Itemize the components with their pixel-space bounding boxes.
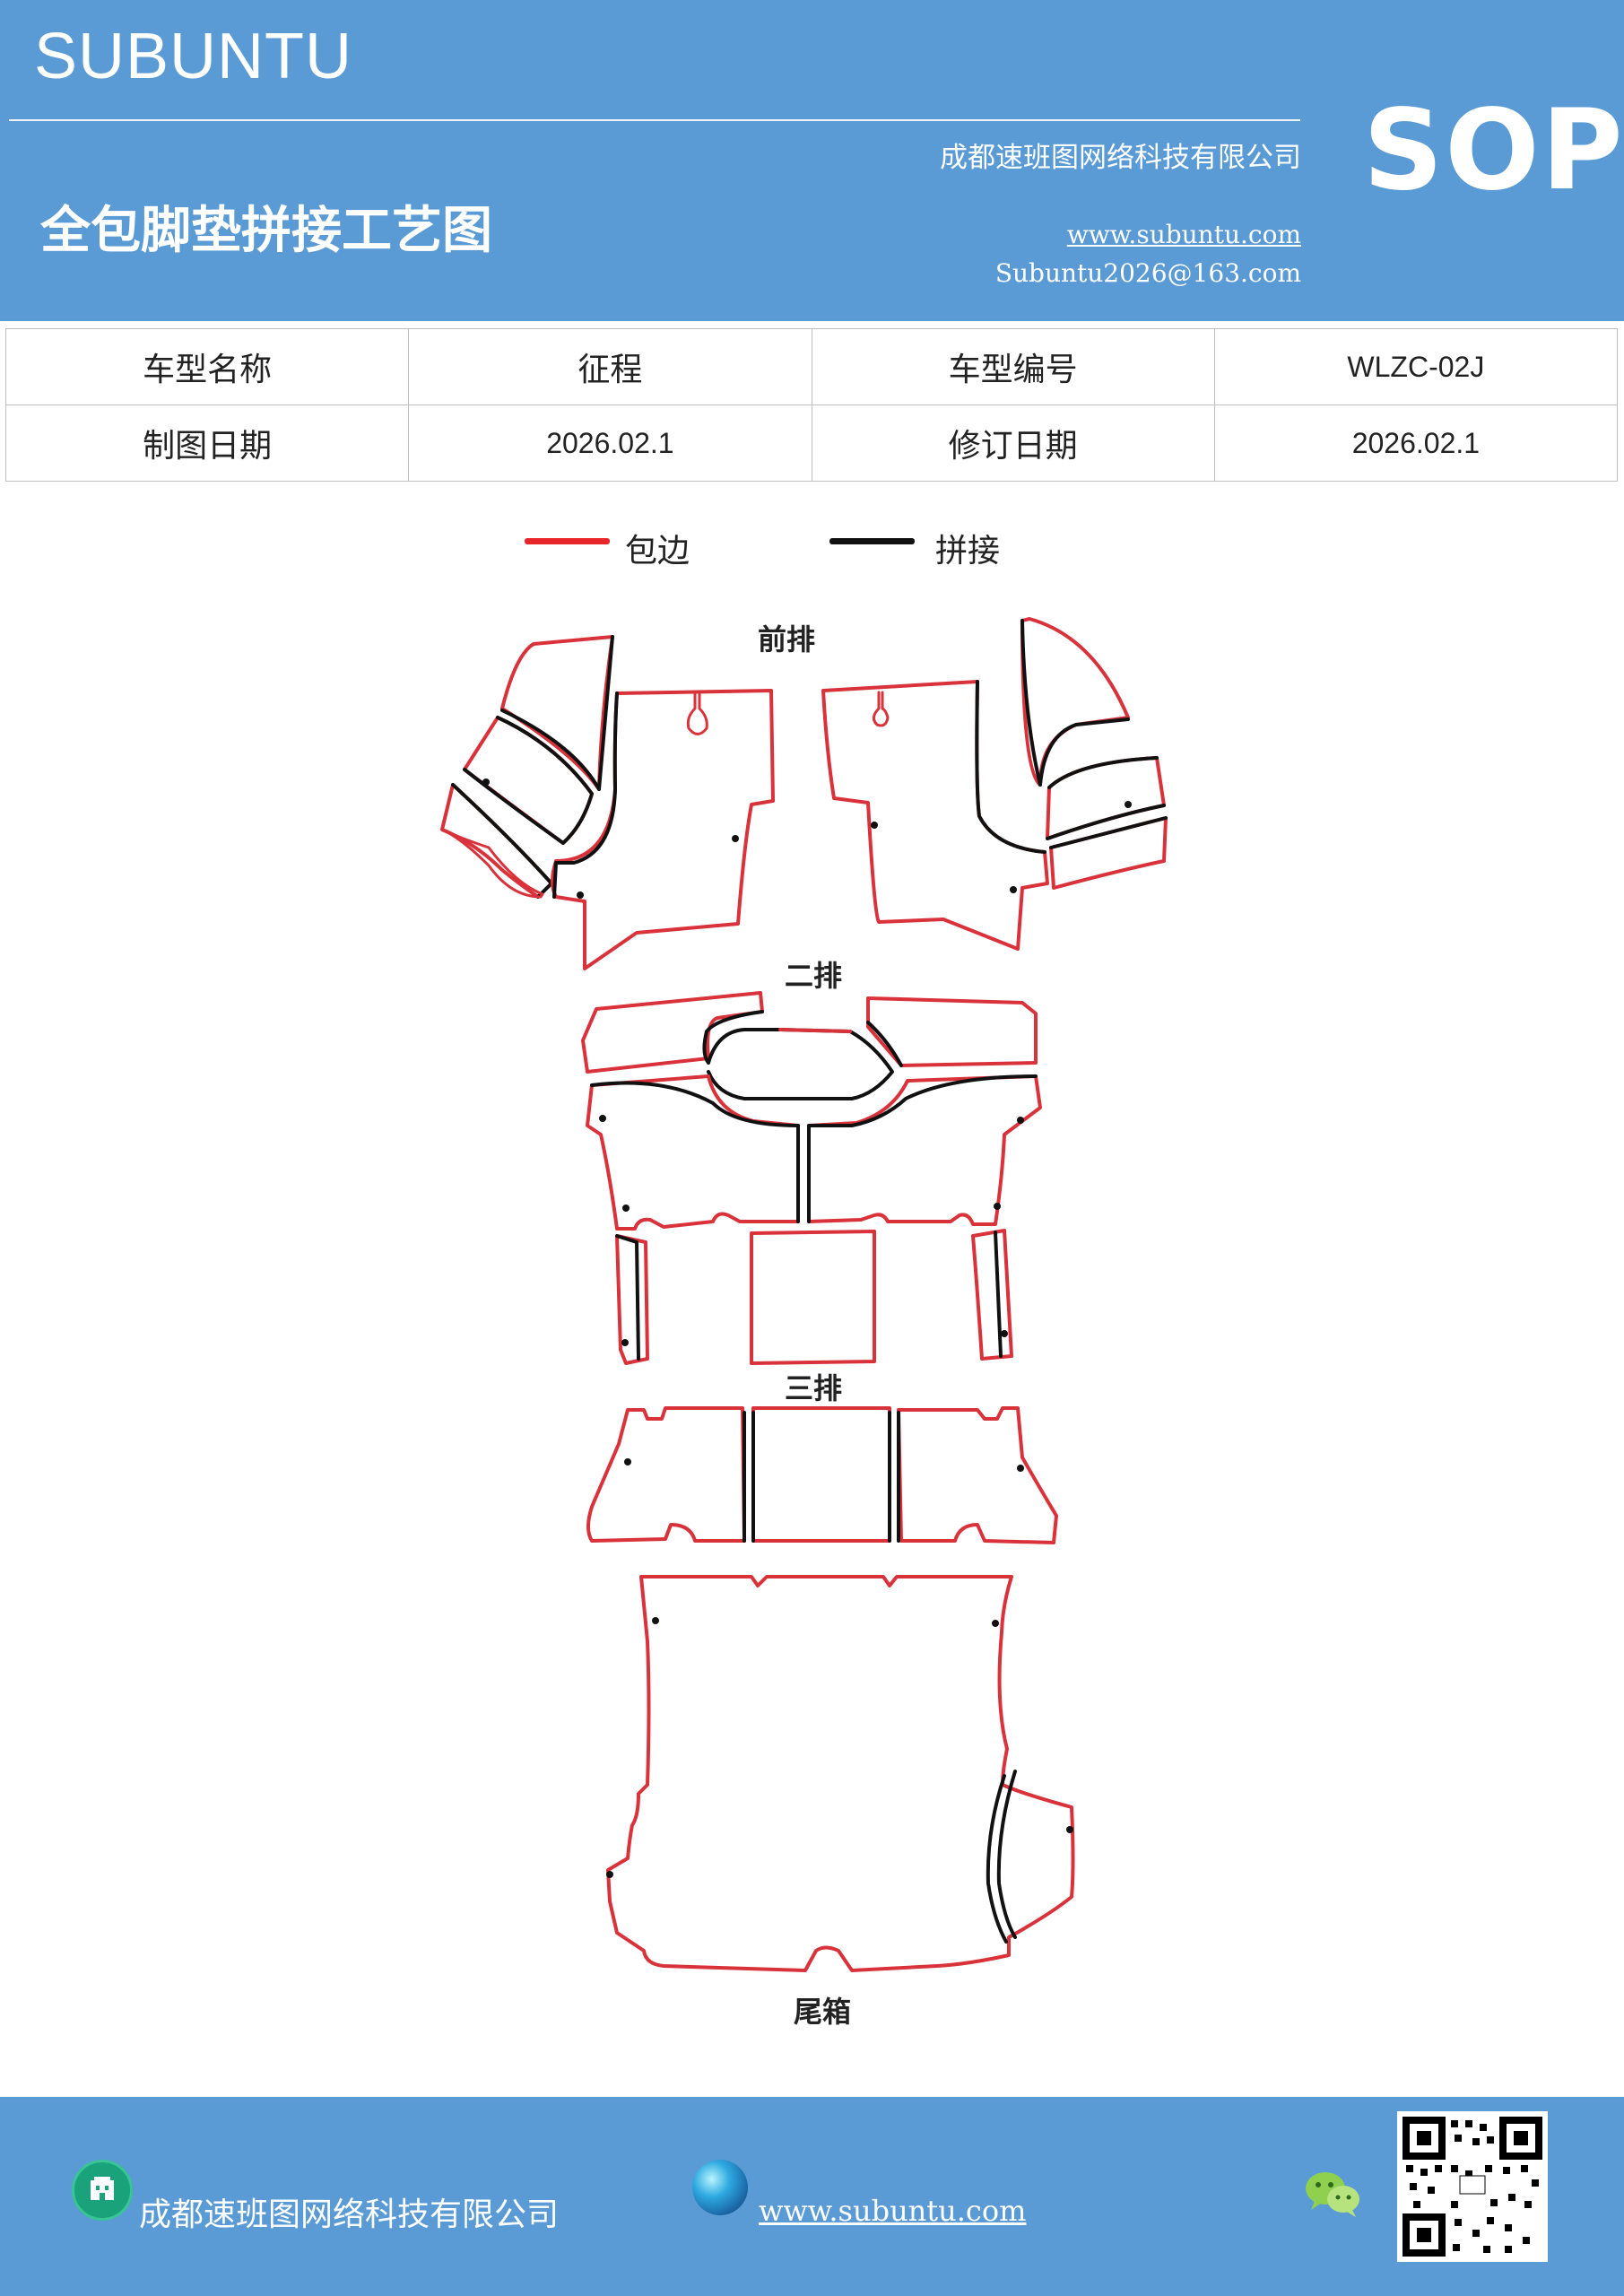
building-icon xyxy=(72,2160,133,2221)
mat-seam xyxy=(463,716,594,845)
mat-piece xyxy=(873,691,890,727)
draw-date-label: 制图日期 xyxy=(4,404,410,482)
mat-piece xyxy=(606,1575,1075,1972)
mat-seam xyxy=(702,1010,764,1065)
footer-website-link[interactable]: www.subuntu.com xyxy=(759,2194,1027,2228)
mat-seam xyxy=(552,691,619,899)
section-label-front: 前排 xyxy=(758,622,816,657)
model-code-value: WLZC-02J xyxy=(1213,328,1619,405)
section-label-third: 三排 xyxy=(785,1371,843,1405)
mat-piece xyxy=(1046,756,1166,840)
qr-code xyxy=(1397,2111,1548,2262)
floor-mat-diagram xyxy=(440,617,1168,1972)
mat-piece xyxy=(615,1234,649,1365)
mat-piece xyxy=(866,996,1038,1067)
section-label-trunk: 尾箱 xyxy=(794,1995,852,2029)
mat-piece xyxy=(586,1406,746,1543)
footer-banner: 成都速班图网络科技有限公司 www.subuntu.com xyxy=(0,2097,1624,2296)
mat-seam xyxy=(1049,816,1168,849)
legend-seam-label: 拼接 xyxy=(935,533,1001,570)
legend: 包边 拼接 xyxy=(0,525,1624,570)
mat-seam xyxy=(994,1231,1003,1358)
company-name: 成都速班图网络科技有限公司 xyxy=(940,142,1301,174)
footer-company-name: 成都速班图网络科技有限公司 xyxy=(139,2196,560,2233)
mat-seam xyxy=(807,1074,1038,1223)
mat-seam xyxy=(451,783,553,899)
mat-seam xyxy=(615,1234,640,1361)
info-table: 车型名称 征程 车型编号 WLZC-02J 制图日期 2026.02.1 修订日… xyxy=(4,328,1619,482)
table-row: 制图日期 2026.02.1 修订日期 2026.02.1 xyxy=(4,404,1619,482)
revision-date-label: 修订日期 xyxy=(811,404,1215,482)
mat-piece xyxy=(821,680,1049,951)
section-label-second: 二排 xyxy=(785,959,843,993)
email-address: Subuntu2026@163.com xyxy=(994,258,1301,288)
brand-name: SUBUNTU xyxy=(34,21,353,92)
model-name-value: 征程 xyxy=(408,328,812,405)
mat-piece xyxy=(1020,617,1130,787)
website-link[interactable]: www.subuntu.com xyxy=(1066,220,1301,249)
mat-seam xyxy=(1020,619,1130,787)
mat-piece xyxy=(750,1230,876,1365)
mat-piece xyxy=(807,1074,1042,1226)
globe-icon xyxy=(692,2160,748,2215)
mat-piece xyxy=(1049,816,1168,890)
mat-seam xyxy=(975,680,1046,854)
mat-seam xyxy=(743,1411,900,1543)
legend-edge-label: 包边 xyxy=(625,533,690,570)
mat-seam xyxy=(986,1770,1017,1944)
wechat-icon[interactable] xyxy=(1302,2167,1365,2221)
mat-seam xyxy=(866,1021,903,1067)
header-banner: SUBUNTU 成都速班图网络科技有限公司 全包脚垫拼接工艺图 www.subu… xyxy=(0,0,1624,321)
mat-piece xyxy=(897,1406,1058,1544)
mat-seam xyxy=(500,635,614,791)
mat-piece xyxy=(500,635,614,791)
mat-seam xyxy=(707,1028,894,1100)
model-name-label: 车型名称 xyxy=(4,328,410,405)
mat-piece xyxy=(440,828,544,899)
sop-badge: SOP xyxy=(1363,86,1624,215)
mat-piece xyxy=(586,1074,800,1231)
mat-seam xyxy=(590,1081,800,1223)
table-row: 车型名称 征程 车型编号 WLZC-02J xyxy=(4,328,1619,405)
model-code-label: 车型编号 xyxy=(811,328,1215,405)
mat-piece xyxy=(971,1229,1013,1361)
document-title: 全包脚垫拼接工艺图 xyxy=(40,202,492,260)
legend-seam-swatch xyxy=(829,538,915,544)
header-divider xyxy=(9,119,1300,121)
mat-piece xyxy=(751,1406,891,1543)
mat-piece xyxy=(551,689,775,970)
legend-edge-swatch xyxy=(525,538,610,544)
draw-date-value: 2026.02.1 xyxy=(408,404,812,482)
mat-piece xyxy=(778,1028,852,1033)
mat-seam xyxy=(1046,756,1166,840)
mat-piece xyxy=(686,691,708,735)
revision-date-value: 2026.02.1 xyxy=(1213,404,1619,482)
